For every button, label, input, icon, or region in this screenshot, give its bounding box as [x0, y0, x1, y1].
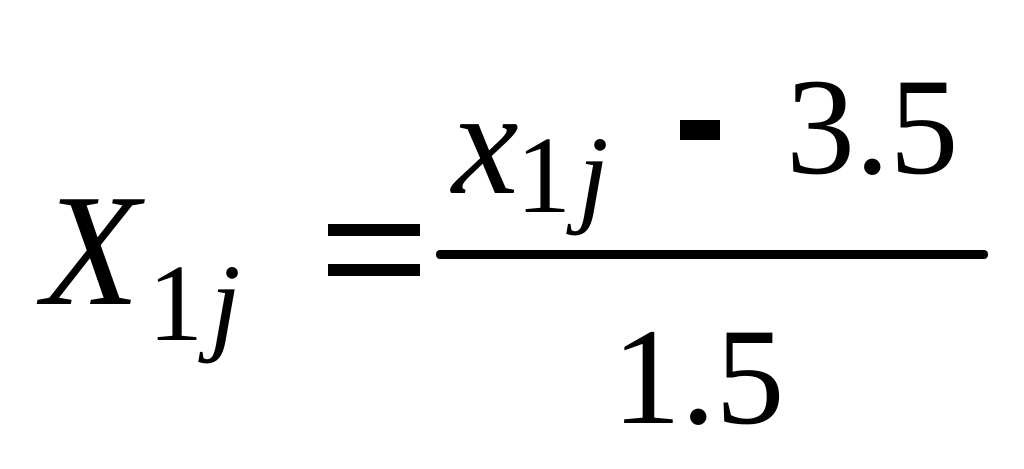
numerator-subscript-index: j	[578, 114, 609, 236]
denominator-constant: 1.5	[612, 300, 785, 453]
lhs-subscript-index: j	[210, 242, 241, 364]
lhs-variable: X	[42, 161, 140, 339]
lhs-subscript-number: 1	[148, 242, 203, 364]
numerator-subscript-number: 1	[516, 114, 571, 236]
equals-sign-top-bar	[328, 224, 420, 236]
fraction-bar	[436, 250, 988, 259]
minus-sign	[680, 120, 720, 140]
numerator-constant: 3.5	[786, 50, 959, 203]
equals-sign-bottom-bar	[328, 264, 420, 276]
numerator-variable: x	[452, 60, 519, 226]
